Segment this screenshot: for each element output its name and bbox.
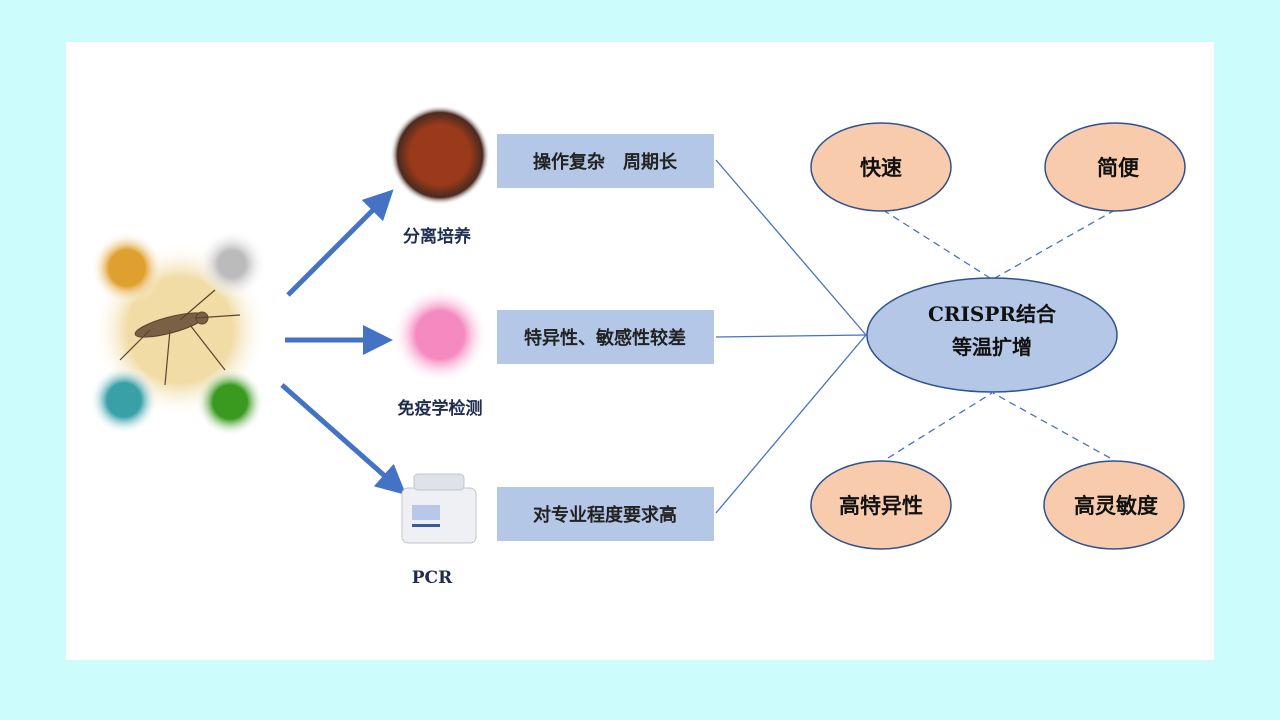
- drawback-box-culture: [497, 134, 714, 188]
- advantage-label-sensitivity: 高灵敏度: [1074, 493, 1158, 518]
- advantage-label-specificity: 高特异性: [839, 493, 923, 518]
- advantage-label-simple: 简便: [1097, 155, 1140, 180]
- dashed-connectors: [882, 209, 1116, 459]
- drawback-box-immunoassay: [497, 310, 714, 364]
- drawback-text-culture: 操作复杂 周期长: [533, 151, 678, 173]
- virus-gray-icon: [198, 230, 266, 298]
- drawback-box-pcr: [497, 487, 714, 541]
- method-label-pcr: PCR: [412, 568, 453, 588]
- virus-orange-icon: [91, 232, 163, 304]
- mosquito-icon: [119, 289, 241, 386]
- arrow-to-pcr: [280, 383, 407, 495]
- virus-cyan-icon: [90, 366, 158, 434]
- method-label-culture: 分离培养: [403, 226, 472, 247]
- drawback-boxes: 操作复杂 周期长 特异性、敏感性较差 对专业程度要求高: [497, 134, 714, 541]
- center-node: CRISPR结合 等温扩增: [866, 277, 1118, 393]
- advantage-simple: [1044, 122, 1186, 212]
- bacterial-culture-plate-icon: [390, 105, 490, 205]
- immunoassay-icon: [392, 287, 488, 383]
- pcr-machine-icon: [401, 473, 477, 544]
- advantage-label-fast: 快速: [860, 155, 902, 180]
- mosquito-pathogen-image: [90, 230, 268, 436]
- connector-lines: [715, 159, 867, 514]
- advantage-fast: [810, 122, 952, 212]
- method-label-immunoassay: 免疫学检测: [398, 398, 483, 419]
- drawback-text-pcr: 对专业程度要求高: [533, 504, 677, 526]
- advantage-nodes: [810, 122, 1186, 550]
- method-arrows: [280, 189, 407, 495]
- advantage-sensitivity: [1043, 460, 1185, 550]
- virus-green-icon: [196, 368, 264, 436]
- center-line2: 等温扩增: [952, 335, 1032, 359]
- center-line1: CRISPR结合: [928, 302, 1057, 326]
- arrow-to-culture: [286, 189, 394, 297]
- advantage-specificity: [810, 460, 952, 550]
- drawback-text-immunoassay: 特异性、敏感性较差: [524, 327, 686, 349]
